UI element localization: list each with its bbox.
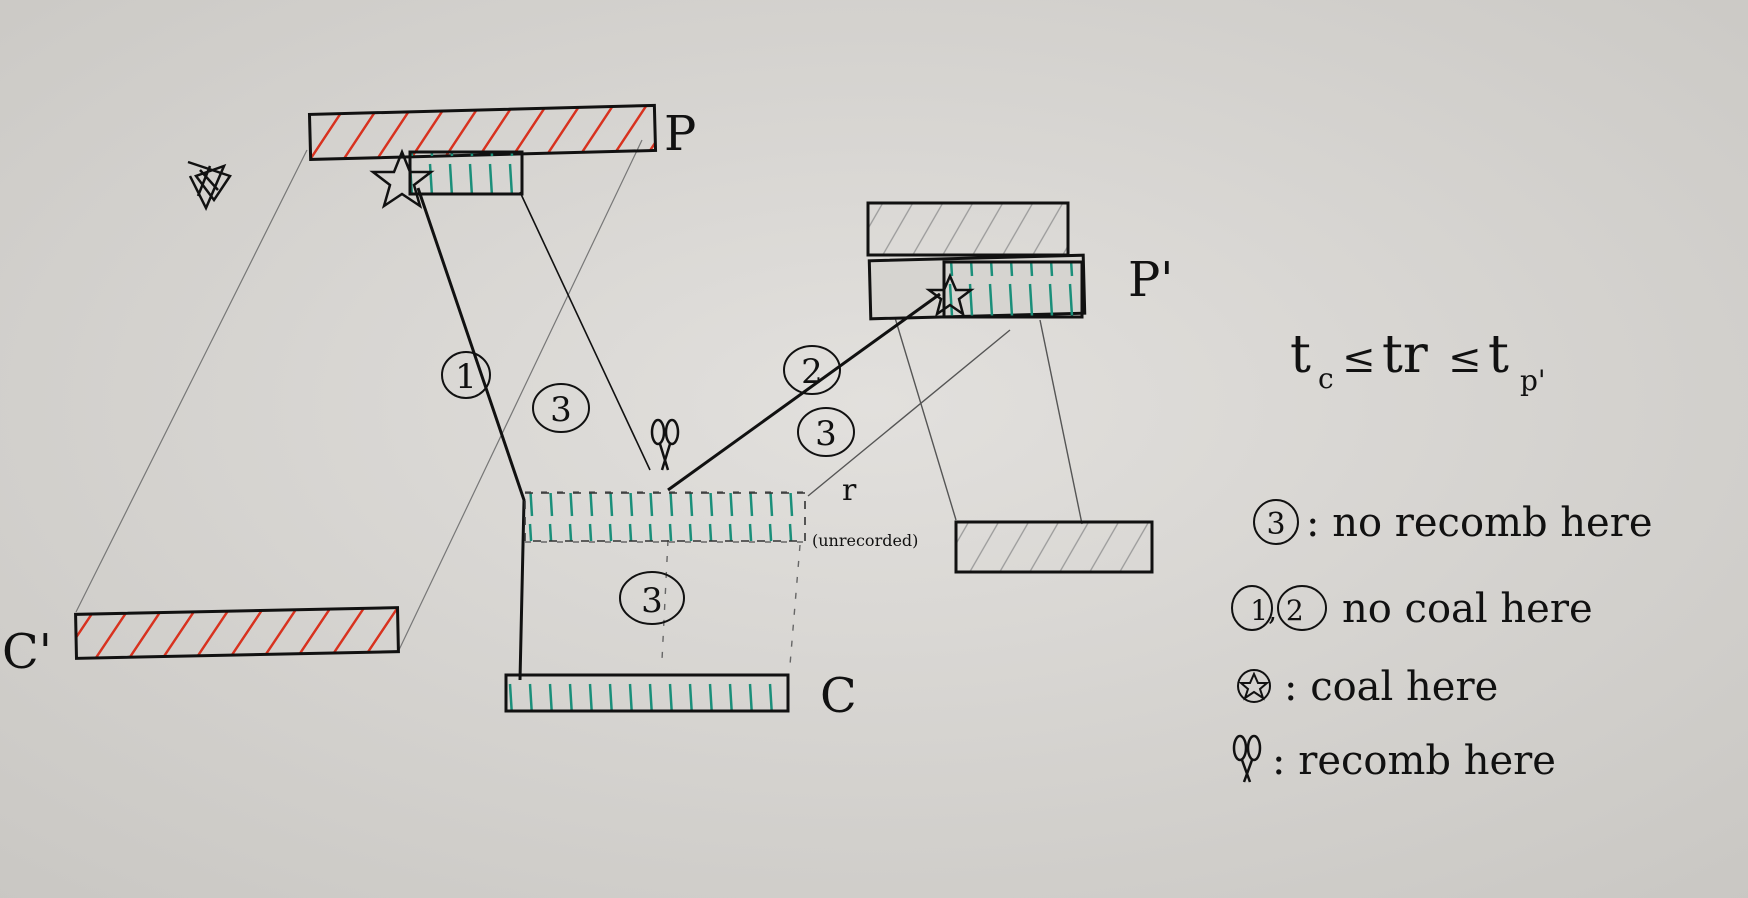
legend-key-3: 3 xyxy=(1266,507,1285,542)
p-prime-bottom-bar xyxy=(954,520,1154,574)
legend-row-no-recomb: 3 : no recomb here xyxy=(1253,499,1653,546)
formula-tc: t xyxy=(1290,325,1311,385)
svg-text:3: 3 xyxy=(815,414,837,454)
p-to-c-lines xyxy=(416,187,651,681)
label-p: P xyxy=(664,106,696,162)
svg-text:3: 3 xyxy=(550,390,572,430)
star-icon xyxy=(925,272,975,317)
svg-text:1: 1 xyxy=(455,357,477,397)
formula-tr: tr xyxy=(1382,325,1428,385)
legend-key-1-2: 1, 2 xyxy=(1250,594,1303,627)
star-icon xyxy=(1237,669,1271,703)
time-inequality: t c ≤ tr ≤ t p' xyxy=(1290,325,1546,397)
recomb-arrow xyxy=(667,292,941,492)
legend-text-recomb-here: : recomb here xyxy=(1272,738,1556,784)
legend-text-coal-here: : coal here xyxy=(1284,664,1498,710)
legend-text-no-recomb: : no recomb here xyxy=(1306,500,1653,546)
scribbled-star-icon xyxy=(187,160,232,211)
region-2-marker: 2 xyxy=(783,345,841,395)
legend-row-coal-here: : coal here xyxy=(1237,664,1498,710)
svg-text:3: 3 xyxy=(641,581,663,621)
label-c-prime: C' xyxy=(2,624,52,680)
label-p-prime: P' xyxy=(1128,252,1174,308)
region-3-marker: 3 xyxy=(532,383,590,433)
svg-text:2: 2 xyxy=(801,352,823,392)
formula-tp-sub: p' xyxy=(1520,364,1546,397)
c-prime-to-p-lines xyxy=(75,139,643,653)
formula-le-1: ≤ xyxy=(1342,336,1376,382)
legend: 3 : no recomb here 1, 2 no coal here : c… xyxy=(1231,499,1653,784)
scissors-icon xyxy=(650,418,680,471)
region-3-marker: 3 xyxy=(619,571,685,625)
c-prime-bar xyxy=(74,606,400,660)
formula-tc-sub: c xyxy=(1318,362,1334,395)
region-3-marker: 3 xyxy=(797,407,855,457)
scissors-icon xyxy=(1232,734,1262,783)
label-unrecorded: (unrecorded) xyxy=(812,531,918,550)
legend-row-recomb-here: : recomb here xyxy=(1232,734,1556,784)
star-icon xyxy=(369,148,435,209)
formula-le-2: ≤ xyxy=(1448,336,1482,382)
legend-row-no-coal: 1, 2 no coal here xyxy=(1231,585,1593,632)
formula-tp: t xyxy=(1488,325,1509,385)
c-region-dashes xyxy=(525,491,805,666)
label-c: C xyxy=(820,668,857,724)
label-r: r xyxy=(842,473,857,508)
r-recomb-row xyxy=(524,492,806,542)
legend-text-no-coal: no coal here xyxy=(1342,586,1593,632)
region-1-marker: 1 xyxy=(441,351,491,399)
c-child-bar xyxy=(504,673,790,713)
